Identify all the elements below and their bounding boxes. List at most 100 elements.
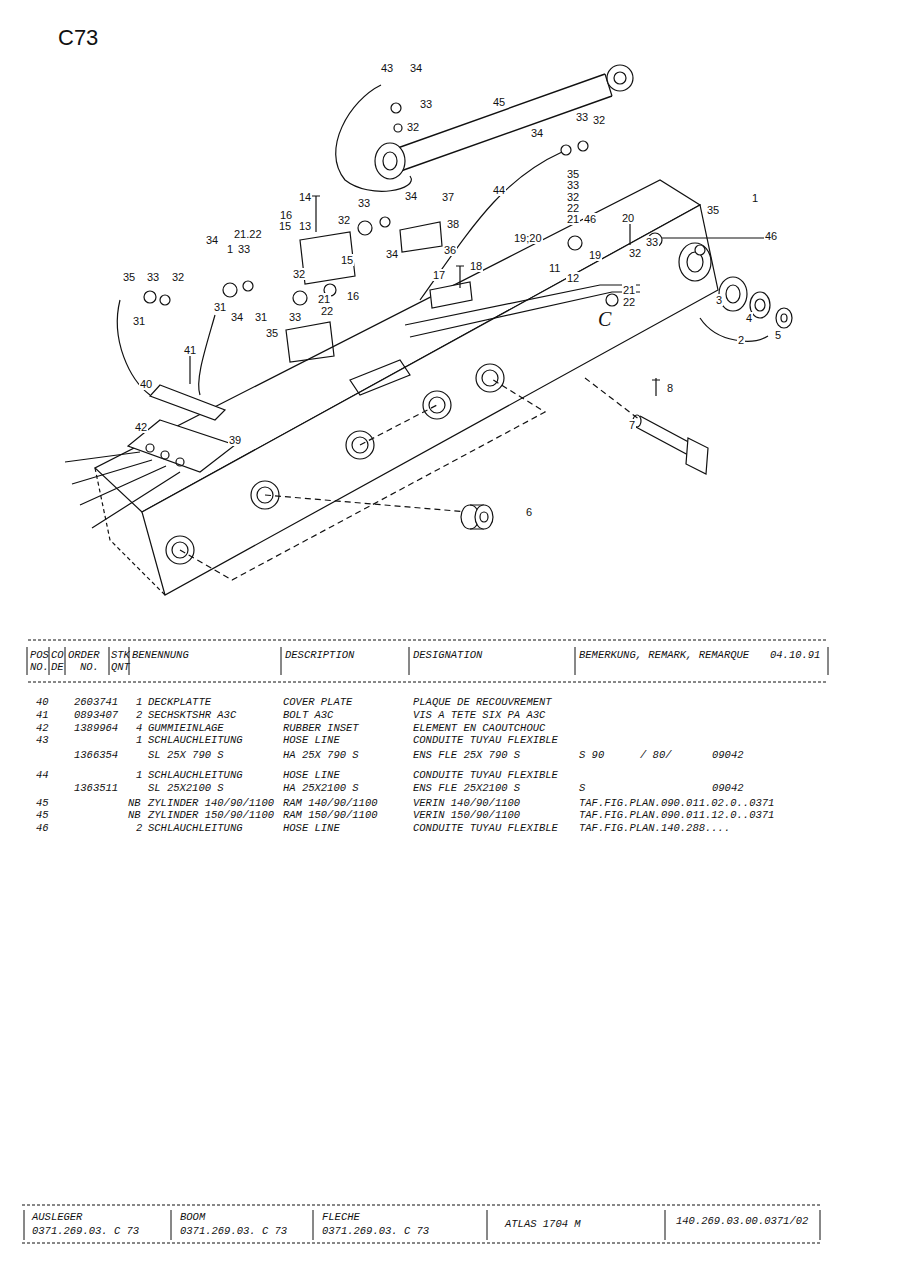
line-art bbox=[243, 281, 253, 291]
table-cell: S bbox=[579, 783, 585, 795]
footer-text: BOOM bbox=[180, 1212, 205, 1224]
table-cell: NB bbox=[128, 810, 141, 822]
callout-number: 32 bbox=[406, 121, 420, 133]
callout-number: 5 bbox=[774, 329, 782, 341]
line-art bbox=[186, 355, 194, 384]
callout-number: 33 bbox=[237, 243, 251, 255]
table-cell: RAM 150/90/1100 bbox=[283, 810, 378, 822]
callout-number: 46 bbox=[764, 230, 778, 242]
line-art bbox=[568, 236, 582, 250]
footer-text: FLECHE bbox=[322, 1212, 360, 1224]
table-cell: BEMERKUNG, REMARK, REMARQUE bbox=[579, 650, 749, 662]
table-cell: 41 bbox=[36, 710, 49, 722]
callout-number: 6 bbox=[525, 506, 533, 518]
callout-number: 35 bbox=[122, 271, 136, 283]
callout-number: 46 bbox=[583, 213, 597, 225]
line-art bbox=[391, 103, 401, 113]
table-cell: SCHLAUCHLEITUNG bbox=[148, 823, 243, 835]
callout-number: 37 bbox=[441, 191, 455, 203]
page-code: C73 bbox=[58, 26, 98, 50]
line-art bbox=[652, 378, 660, 396]
table-cell: 44 bbox=[36, 770, 49, 782]
line-art bbox=[336, 85, 412, 191]
line-art bbox=[476, 364, 504, 392]
line-art bbox=[776, 308, 792, 328]
line-art bbox=[607, 65, 633, 91]
line-art bbox=[781, 314, 787, 322]
table-cell: RUBBER INSET bbox=[283, 723, 359, 735]
table-cell: 43 bbox=[36, 735, 49, 747]
callout-number: 33 bbox=[575, 111, 589, 123]
line-art bbox=[142, 205, 718, 595]
callout-number: 1 bbox=[751, 192, 759, 204]
table-cell: SECHSKTSHR A3C bbox=[148, 710, 236, 722]
table-cell: ZYLINDER 140/90/1100 bbox=[148, 798, 274, 810]
table-cell: ENS FLE 25X2100 S bbox=[413, 783, 520, 795]
callout-number: 34 bbox=[205, 234, 219, 246]
callout-number: 32 bbox=[292, 268, 306, 280]
table-cell: HOSE LINE bbox=[283, 770, 340, 782]
callout-number: 34 bbox=[409, 62, 423, 74]
callout-number: 13 bbox=[298, 220, 312, 232]
table-cell: SCHLAUCHLEITUNG bbox=[148, 735, 243, 747]
callout-number: 31 bbox=[254, 311, 268, 323]
table-cell: / 80/ bbox=[640, 750, 672, 762]
line-art bbox=[358, 221, 372, 235]
line-art bbox=[180, 378, 545, 580]
line-art bbox=[150, 385, 225, 420]
line-art bbox=[199, 315, 215, 395]
table-cell: 4 bbox=[136, 723, 142, 735]
line-art bbox=[420, 152, 562, 300]
line-art bbox=[312, 196, 320, 232]
callout-number: 35 bbox=[706, 204, 720, 216]
footer-text: 0371.269.03. C 73 bbox=[322, 1226, 429, 1238]
footer-text: AUSLEGER bbox=[32, 1212, 82, 1224]
line-art bbox=[686, 438, 708, 474]
table-cell: STK bbox=[111, 650, 130, 662]
table-cell: TAF.FIG.PLAN.090.011.02.0..0371 bbox=[579, 798, 774, 810]
callout-number: 40 bbox=[139, 378, 153, 390]
line-art bbox=[24, 1210, 820, 1240]
line-art bbox=[265, 495, 468, 512]
callout-number: 20 bbox=[621, 212, 635, 224]
footer-text: 140.269.03.00.0371/02 bbox=[676, 1216, 808, 1228]
line-art bbox=[22, 1205, 822, 1243]
table-cell: POS bbox=[30, 650, 49, 662]
line-art bbox=[350, 360, 410, 395]
line-art bbox=[300, 232, 355, 284]
line-art bbox=[626, 222, 634, 245]
table-cell: BOLT A3C bbox=[283, 710, 333, 722]
table-cell: HOSE LINE bbox=[283, 735, 340, 747]
footer-text: ATLAS 1704 M bbox=[505, 1219, 581, 1231]
callout-number: 15 bbox=[340, 254, 354, 266]
boom-drawing bbox=[65, 65, 792, 595]
callout-number: 1 bbox=[226, 243, 234, 255]
table-cell: ORDER bbox=[68, 650, 100, 662]
table-cell: 40 bbox=[36, 697, 49, 709]
footer-text: 0371.269.03. C 73 bbox=[32, 1226, 139, 1238]
line-art bbox=[614, 72, 626, 84]
table-cell: DECKPLATTE bbox=[148, 697, 211, 709]
table-cell: 1 bbox=[136, 697, 142, 709]
line-art bbox=[585, 378, 640, 420]
table-cell: VERIN 150/90/1100 bbox=[413, 810, 520, 822]
callout-number: 14 bbox=[298, 191, 312, 203]
callout-number: 2 bbox=[737, 334, 745, 346]
callout-number: 34 bbox=[230, 311, 244, 323]
callout-number: 33 bbox=[288, 311, 302, 323]
callout-number: 42 bbox=[134, 421, 148, 433]
callout-number: 18 bbox=[469, 260, 483, 272]
line-art bbox=[606, 294, 618, 306]
table-rules bbox=[22, 640, 828, 1243]
table-cell: VERIN 140/90/1100 bbox=[413, 798, 520, 810]
table-cell: 45 bbox=[36, 810, 49, 822]
callout-number: 33 bbox=[146, 271, 160, 283]
table-cell: 2 bbox=[136, 823, 142, 835]
callout-number: 45 bbox=[492, 96, 506, 108]
table-cell: 1389964 bbox=[74, 723, 118, 735]
column-bars bbox=[24, 647, 828, 1240]
table-cell: 04.10.91 bbox=[770, 650, 820, 662]
line-art bbox=[700, 318, 768, 341]
callout-number: 33 bbox=[357, 197, 371, 209]
line-art bbox=[400, 222, 442, 252]
